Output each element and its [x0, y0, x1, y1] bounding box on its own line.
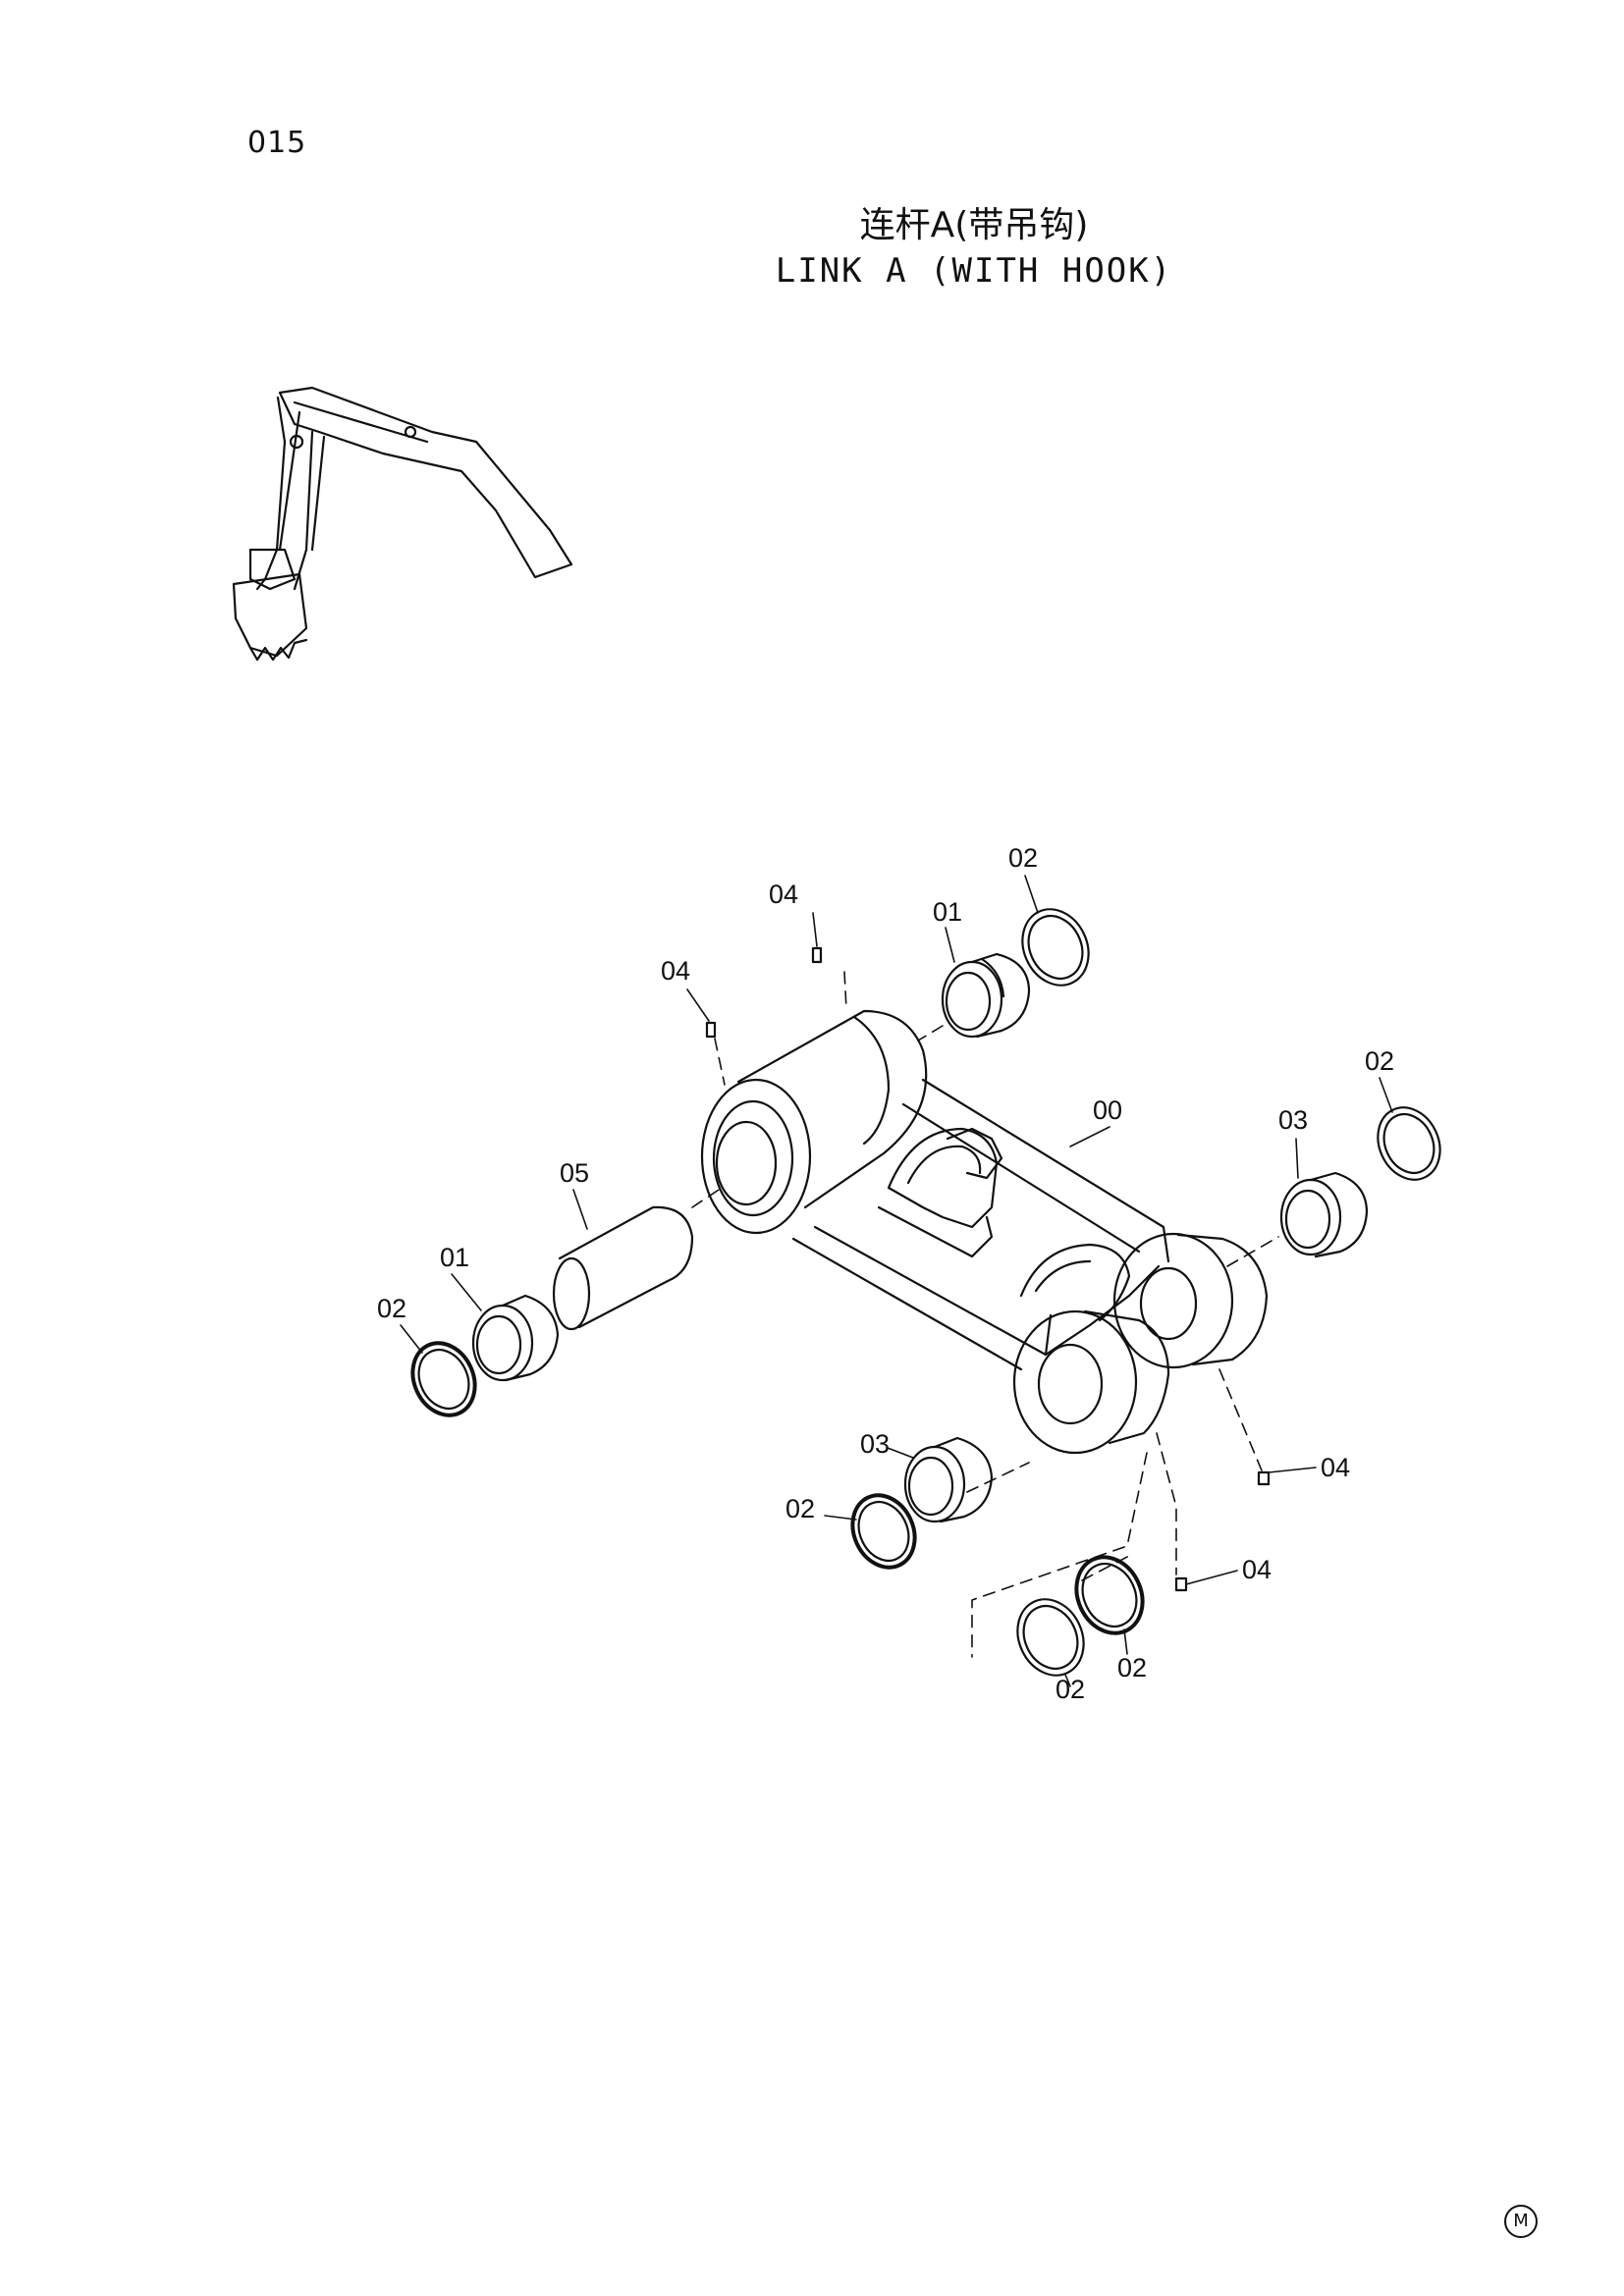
assembly-centerlines	[691, 971, 1279, 1658]
seal-ring-02-left	[410, 1341, 477, 1417]
callout-03-right: 03	[1278, 1105, 1308, 1135]
seal-ring-02-lower	[850, 1493, 917, 1570]
excavator-arm-thumbnail	[232, 386, 573, 662]
pin-05	[552, 1205, 694, 1331]
link-body-part-00	[700, 1009, 1269, 1455]
callout-02-upper: 02	[1008, 843, 1038, 873]
callout-02-lower: 02	[785, 1494, 815, 1523]
diagram-title-english: LINK A (WITH HOOK)	[775, 251, 1173, 291]
seal-ring-02-bottom-b	[1016, 1598, 1085, 1677]
callout-00-link: 00	[1093, 1095, 1122, 1125]
callout-leaders	[400, 875, 1393, 1687]
callout-04-upper: 04	[769, 880, 798, 909]
callout-02-bottom-a: 02	[1117, 1653, 1147, 1682]
diagram-title-chinese: 连杆A(带吊钩)	[859, 205, 1089, 245]
bushing-01-left	[471, 1294, 560, 1382]
page-number: 015	[247, 126, 307, 160]
seal-ring-02-bottom-a	[1074, 1555, 1145, 1635]
callout-04-bottom: 04	[1242, 1555, 1272, 1584]
callout-02-left: 02	[377, 1294, 406, 1323]
callout-labels: 02 04 01 04 02 00 03 05 01 02 03 04 02 0…	[377, 843, 1394, 1704]
callout-05-pin: 05	[560, 1158, 589, 1188]
callout-02-bottom-b: 02	[1056, 1675, 1085, 1704]
callout-04-left: 04	[661, 956, 690, 986]
callout-01-left: 01	[440, 1243, 469, 1272]
bushing-03-right	[1279, 1171, 1369, 1258]
seal-ring-02-upper	[1021, 908, 1090, 987]
callout-03-lower: 03	[860, 1429, 890, 1459]
callout-04-right: 04	[1321, 1453, 1350, 1482]
bushing-03-lower	[903, 1436, 994, 1523]
callout-01-upper: 01	[933, 897, 962, 927]
bushing-01-upper	[941, 952, 1031, 1039]
manual-mark-symbol: M	[1504, 2205, 1538, 2238]
seal-ring-02-right	[1377, 1106, 1441, 1181]
callout-02-right: 02	[1365, 1046, 1394, 1076]
